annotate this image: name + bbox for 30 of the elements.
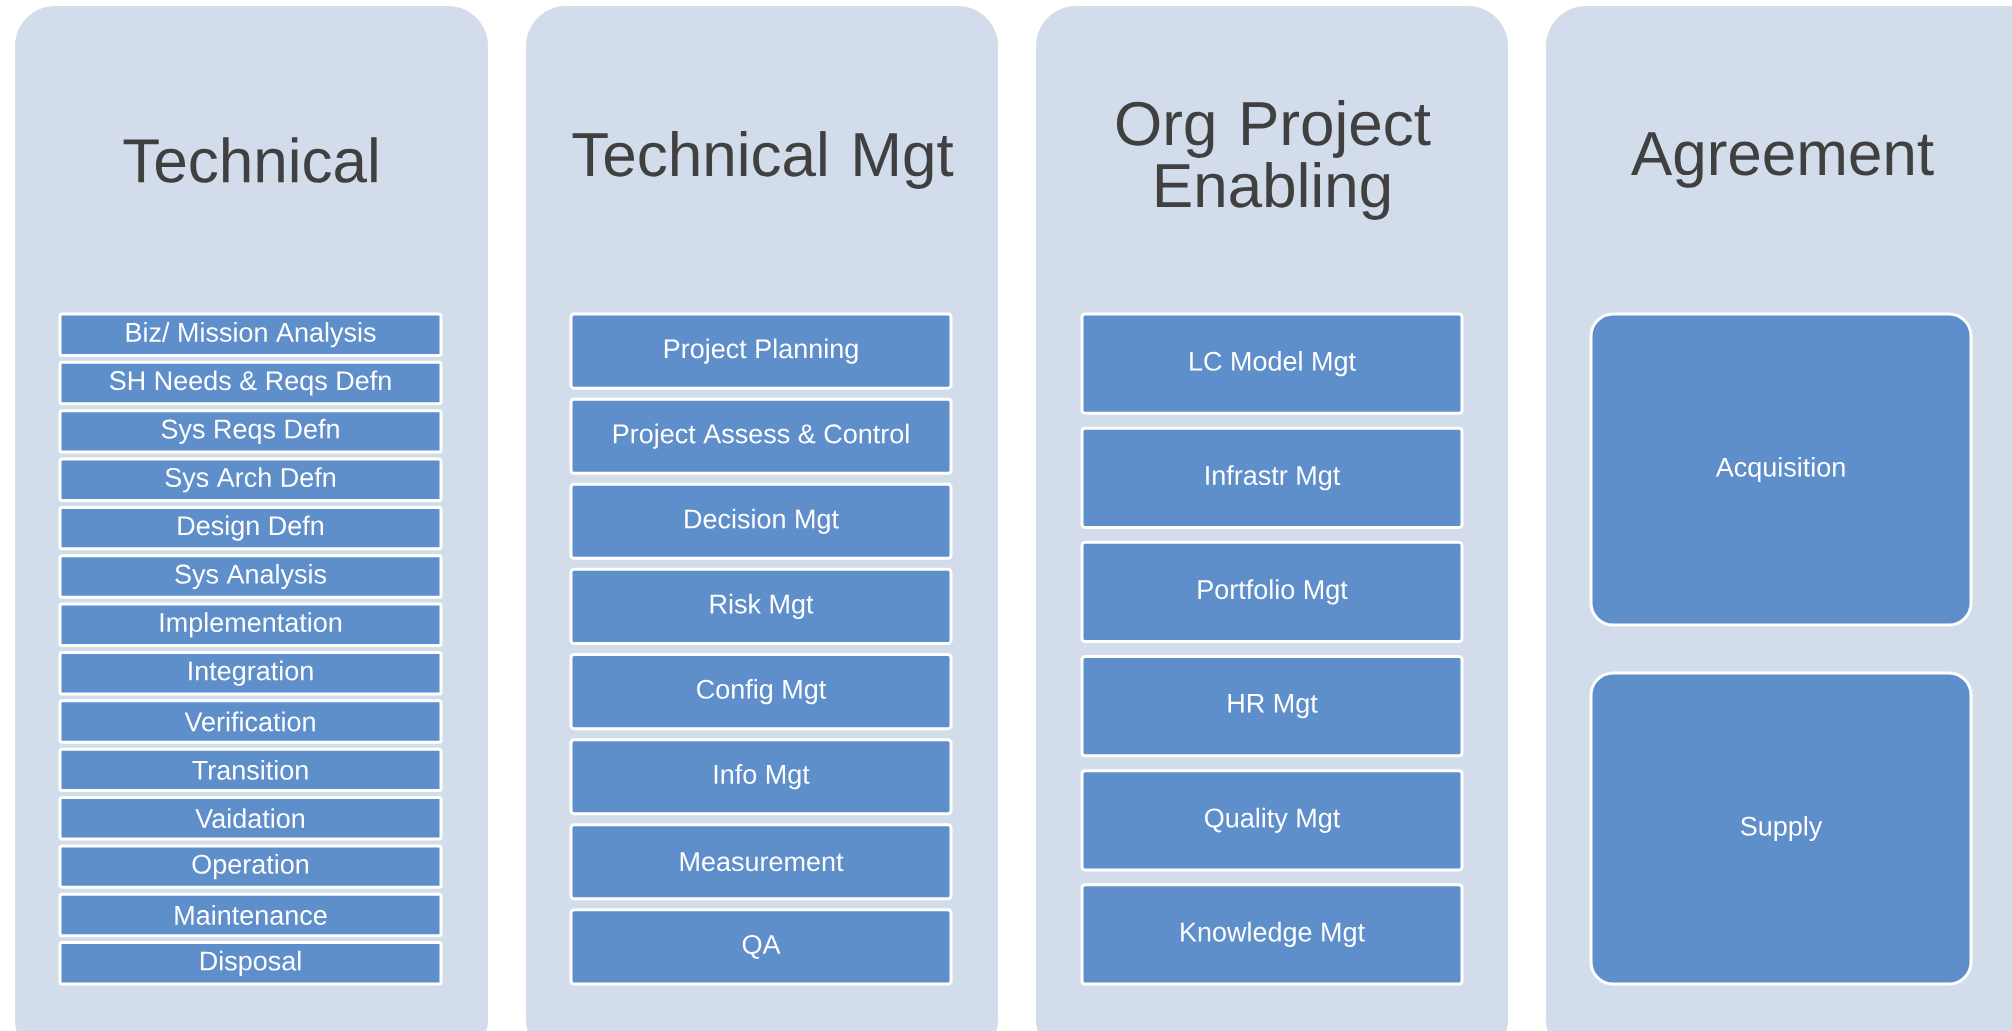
- process-box: Implementation: [58, 602, 443, 647]
- process-box: Biz/ Mission Analysis: [58, 312, 443, 357]
- process-box: Info Mgt: [569, 738, 953, 816]
- process-box: Disposal: [58, 941, 443, 986]
- process-box: Sys Analysis: [58, 554, 443, 599]
- process-box: Config Mgt: [569, 653, 953, 731]
- process-box: Verification: [58, 699, 443, 744]
- process-box: Transition: [58, 747, 443, 793]
- process-box: Operation: [58, 844, 443, 889]
- process-box: Design Defn: [58, 505, 443, 551]
- process-box: Infrastr Mgt: [1080, 426, 1464, 529]
- process-box: QA: [569, 908, 953, 986]
- process-box: SH Needs & Reqs Defn: [58, 360, 443, 406]
- process-box: Acquisition: [1589, 312, 1973, 627]
- process-box: LC Model Mgt: [1080, 312, 1464, 415]
- process-box: Project Assess & Control: [569, 397, 953, 475]
- process-box: Quality Mgt: [1080, 769, 1464, 872]
- process-box: Decision Mgt: [569, 482, 953, 560]
- process-box: Risk Mgt: [569, 567, 953, 645]
- process-box: Measurement: [569, 823, 953, 901]
- process-box: Sys Reqs Defn: [58, 409, 443, 454]
- process-box: HR Mgt: [1080, 655, 1464, 758]
- process-box: Vaidation: [58, 796, 443, 841]
- process-box: Project Planning: [569, 312, 953, 390]
- process-box: Knowledge Mgt: [1080, 883, 1464, 986]
- process-box: Maintenance: [58, 892, 443, 938]
- process-box: Sys Arch Defn: [58, 457, 443, 502]
- process-box: Integration: [58, 651, 443, 696]
- process-box: Supply: [1589, 671, 1973, 986]
- process-box: Portfolio Mgt: [1080, 540, 1464, 643]
